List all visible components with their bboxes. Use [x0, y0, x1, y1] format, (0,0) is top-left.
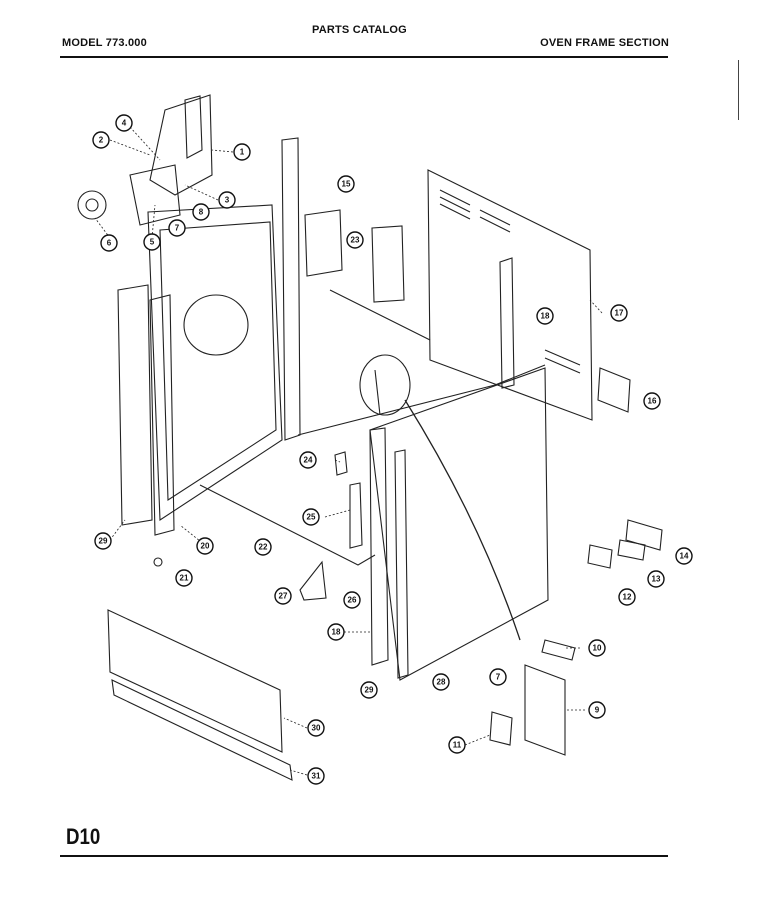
- callout-26: 26: [343, 591, 361, 609]
- callout-21: 21: [175, 569, 193, 587]
- callout-15: 15: [337, 175, 355, 193]
- callout-3: 3: [218, 191, 236, 209]
- callout-7a: 7: [168, 219, 186, 237]
- callout-5: 5: [143, 233, 161, 251]
- svg-text:8: 8: [199, 208, 204, 217]
- svg-text:17: 17: [615, 309, 624, 318]
- section-title: OVEN FRAME SECTION: [540, 37, 669, 49]
- svg-text:27: 27: [279, 592, 288, 601]
- callout-30: 30: [307, 719, 325, 737]
- back-panel: [427, 169, 593, 421]
- svg-text:26: 26: [348, 596, 357, 605]
- svg-text:29: 29: [99, 537, 108, 546]
- svg-text:25: 25: [307, 513, 316, 522]
- svg-text:15: 15: [342, 180, 351, 189]
- callout-9: 9: [588, 701, 606, 719]
- svg-text:9: 9: [595, 706, 600, 715]
- callout-7b: 7: [489, 668, 507, 686]
- svg-text:1: 1: [240, 148, 245, 157]
- callout-25: 25: [302, 508, 320, 526]
- callout-4: 4: [115, 114, 133, 132]
- svg-text:24: 24: [304, 456, 313, 465]
- callout-23: 23: [346, 231, 364, 249]
- catalog-title: PARTS CATALOG: [312, 24, 407, 36]
- svg-text:20: 20: [201, 542, 210, 551]
- svg-text:13: 13: [652, 575, 661, 584]
- svg-text:18: 18: [332, 628, 341, 637]
- callout-29b: 29: [360, 681, 378, 699]
- control-bracket-assembly: [77, 94, 213, 226]
- model-number: MODEL 773.000: [62, 37, 147, 49]
- svg-text:30: 30: [312, 724, 321, 733]
- callout-14: 14: [675, 547, 693, 565]
- header-rule: [60, 56, 668, 58]
- callout-28: 28: [432, 673, 450, 691]
- callout-20: 20: [196, 537, 214, 555]
- footer-rule: [60, 855, 668, 857]
- callout-8: 8: [192, 203, 210, 221]
- svg-text:21: 21: [180, 574, 189, 583]
- svg-text:12: 12: [623, 593, 632, 602]
- svg-text:7: 7: [496, 673, 501, 682]
- svg-text:10: 10: [593, 644, 602, 653]
- callout-31: 31: [307, 767, 325, 785]
- callout-22: 22: [254, 538, 272, 556]
- svg-text:31: 31: [312, 772, 321, 781]
- callout-18b: 18: [327, 623, 345, 641]
- kick-panel: [107, 609, 293, 781]
- callout-17: 17: [610, 304, 628, 322]
- svg-text:18: 18: [541, 312, 550, 321]
- callout-2: 2: [92, 131, 110, 149]
- page-code: D10: [66, 824, 101, 849]
- svg-text:7: 7: [175, 224, 180, 233]
- rear-post: [281, 137, 301, 441]
- callout-1: 1: [233, 143, 251, 161]
- scan-edge-mark: [738, 60, 739, 120]
- callout-27: 27: [274, 587, 292, 605]
- svg-text:16: 16: [648, 397, 657, 406]
- svg-text:3: 3: [225, 196, 230, 205]
- svg-text:11: 11: [453, 741, 462, 750]
- callout-11: 11: [448, 736, 466, 754]
- svg-text:28: 28: [437, 678, 446, 687]
- svg-text:5: 5: [150, 238, 155, 247]
- svg-text:22: 22: [259, 543, 268, 552]
- callout-24: 24: [299, 451, 317, 469]
- callout-29a: 29: [94, 532, 112, 550]
- cabinet-frame: [199, 257, 549, 681]
- svg-text:14: 14: [680, 552, 689, 561]
- svg-text:4: 4: [122, 119, 127, 128]
- callout-16: 16: [643, 392, 661, 410]
- svg-text:2: 2: [99, 136, 104, 145]
- callout-13: 13: [647, 570, 665, 588]
- svg-text:6: 6: [107, 239, 112, 248]
- callout-6: 6: [100, 234, 118, 252]
- callout-18a: 18: [536, 307, 554, 325]
- callout-10: 10: [588, 639, 606, 657]
- svg-text:23: 23: [351, 236, 360, 245]
- svg-text:29: 29: [365, 686, 374, 695]
- callout-12: 12: [618, 588, 636, 606]
